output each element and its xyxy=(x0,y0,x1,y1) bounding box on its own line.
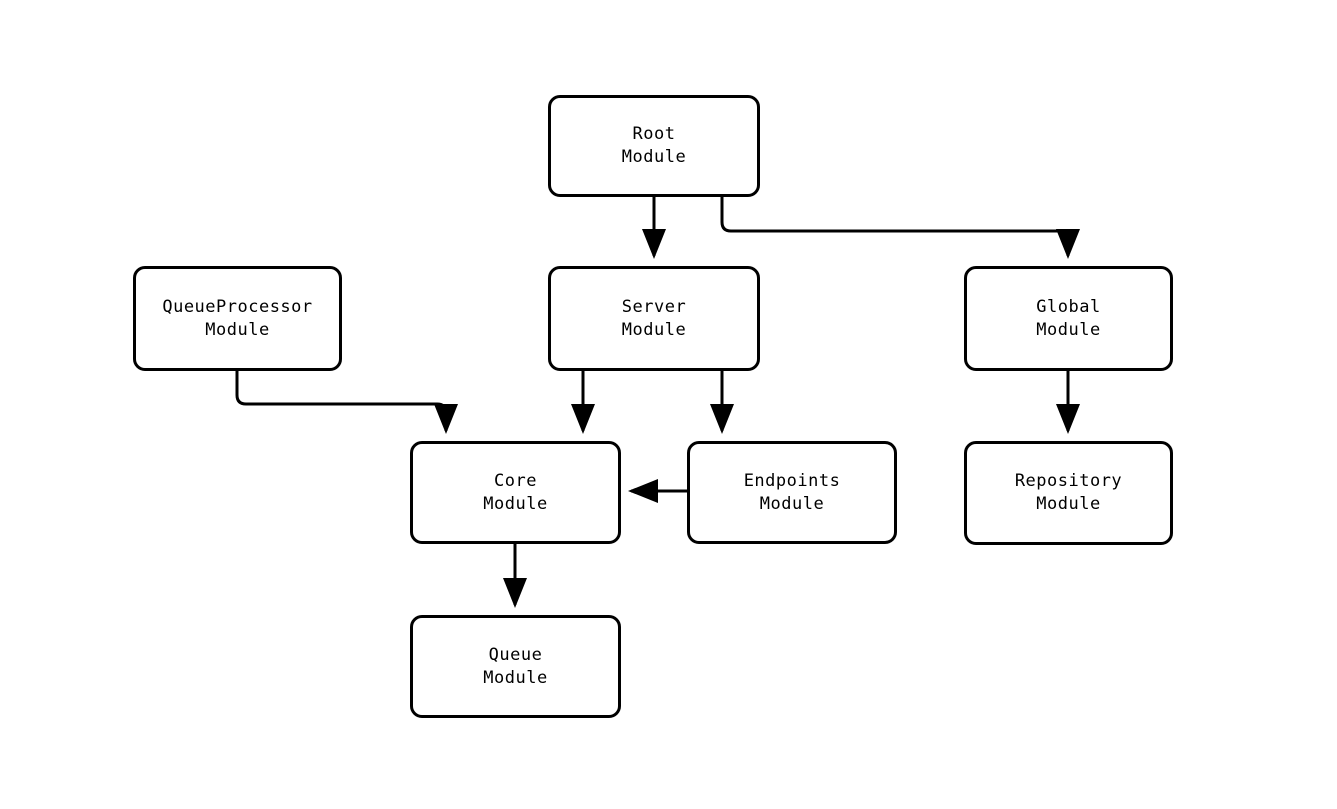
node-label-secondary: Module xyxy=(759,493,825,514)
node-label-primary: Server xyxy=(621,296,687,317)
node-label-secondary: Module xyxy=(483,667,548,688)
node-label-secondary: Module xyxy=(1036,494,1101,514)
node-label-primary: Global xyxy=(1036,296,1101,317)
node-label-primary: Root xyxy=(632,124,676,144)
node-label-secondary: Module xyxy=(205,319,270,340)
edge-root-global xyxy=(720,197,1080,259)
node-label-primary: Queue xyxy=(488,644,543,665)
node-label-primary: Repository xyxy=(1014,471,1123,491)
node-label-secondary: Module xyxy=(621,319,687,340)
edge-queueprocessor-core xyxy=(235,371,458,434)
node-label-secondary: Module xyxy=(621,147,687,167)
node-label-primary: Endpoints xyxy=(743,470,841,491)
node-label-primary: QueueProcessor xyxy=(162,296,313,317)
node-label-secondary: Module xyxy=(1036,319,1101,340)
node-label-primary: Core xyxy=(494,470,537,491)
node-label-secondary: Module xyxy=(483,493,548,514)
